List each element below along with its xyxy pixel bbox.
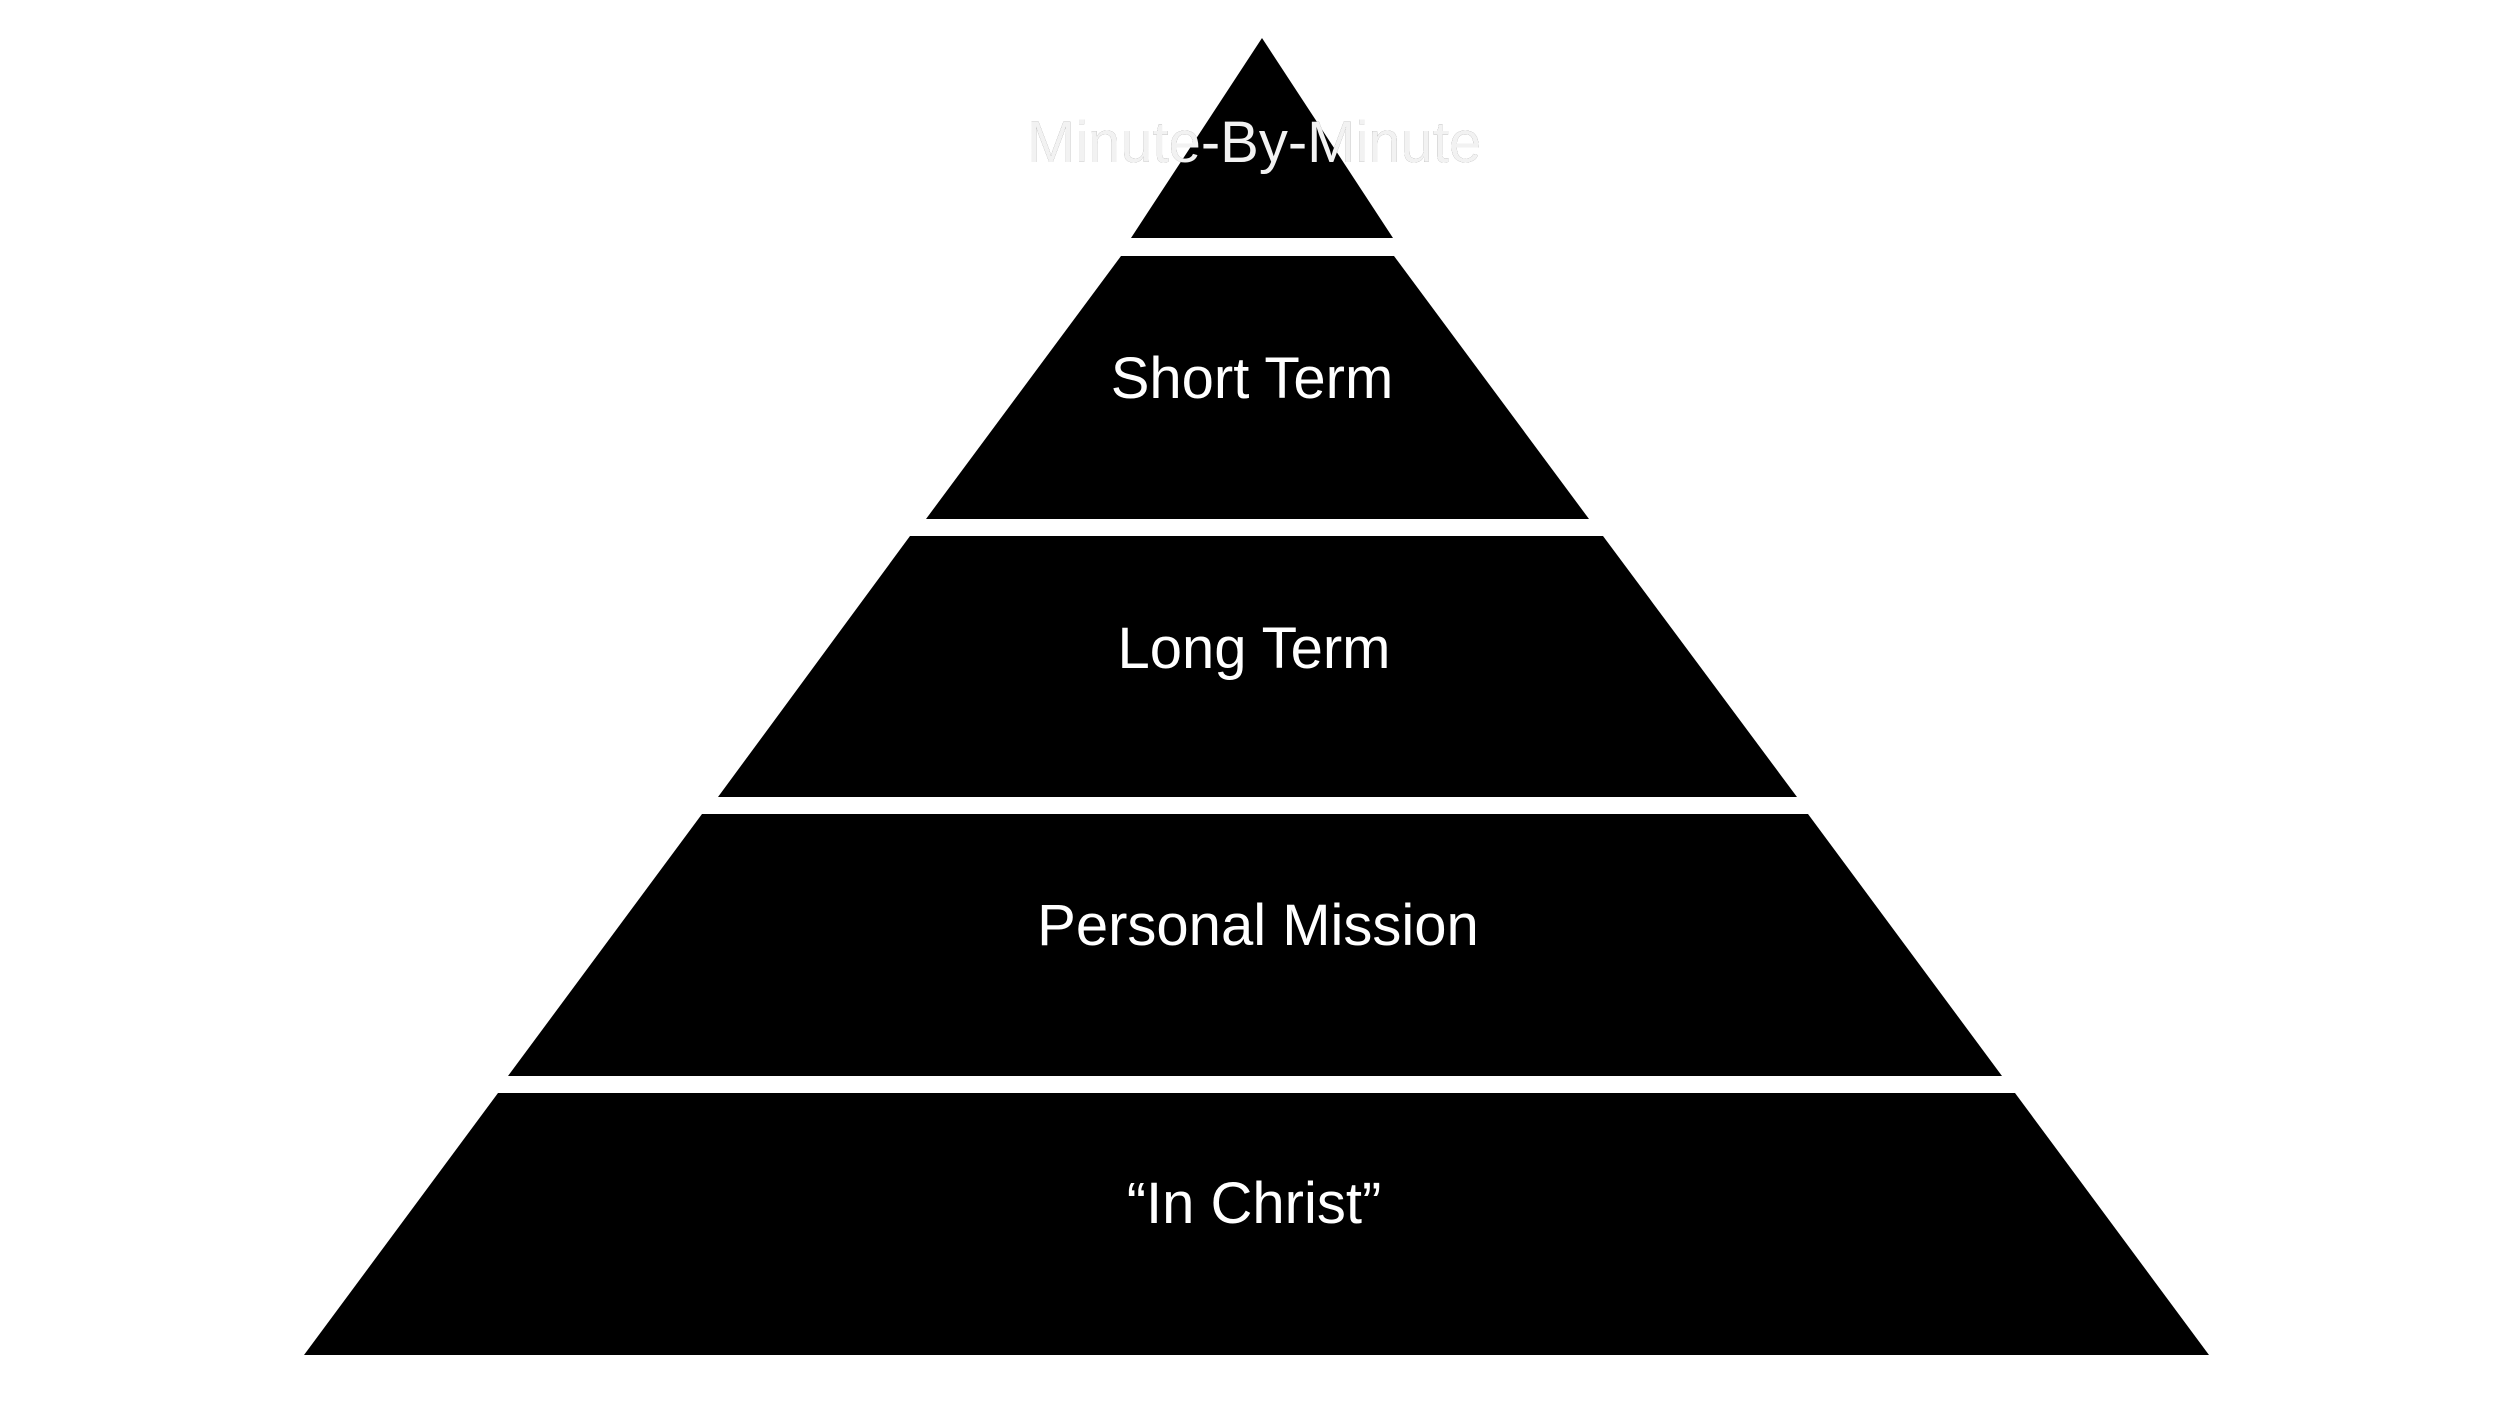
tier-label-minute-by-minute-shadow: Minute-By-Minute <box>1027 110 1481 175</box>
tier-shape-short-term <box>926 256 1589 519</box>
tier-shape-long-term <box>718 536 1797 797</box>
tier-label-personal-mission: Personal Mission <box>1037 893 1479 958</box>
tier-label-long-term: Long Term <box>1118 616 1391 681</box>
pyramid-tier-in-christ: “In Christ” <box>304 1093 2209 1355</box>
pyramid-tier-long-term: Long Term <box>718 536 1797 797</box>
tier-shape-personal-mission <box>508 814 2002 1076</box>
tier-label-minute-by-minute: Minute-By-Minute <box>1027 110 1481 175</box>
pyramid-tier-personal-mission: Personal Mission <box>508 814 2002 1076</box>
tier-label-in-christ: “In Christ” <box>1127 1171 1382 1236</box>
tier-label-short-term: Short Term <box>1111 346 1394 411</box>
tier-shape-minute-by-minute <box>1131 38 1393 238</box>
pyramid-tier-short-term: Short Term <box>926 256 1589 519</box>
tier-shape-in-christ <box>304 1093 2209 1355</box>
pyramid-tier-minute-by-minute: Minute-By-Minute Minute-By-Minute <box>1027 38 1481 238</box>
